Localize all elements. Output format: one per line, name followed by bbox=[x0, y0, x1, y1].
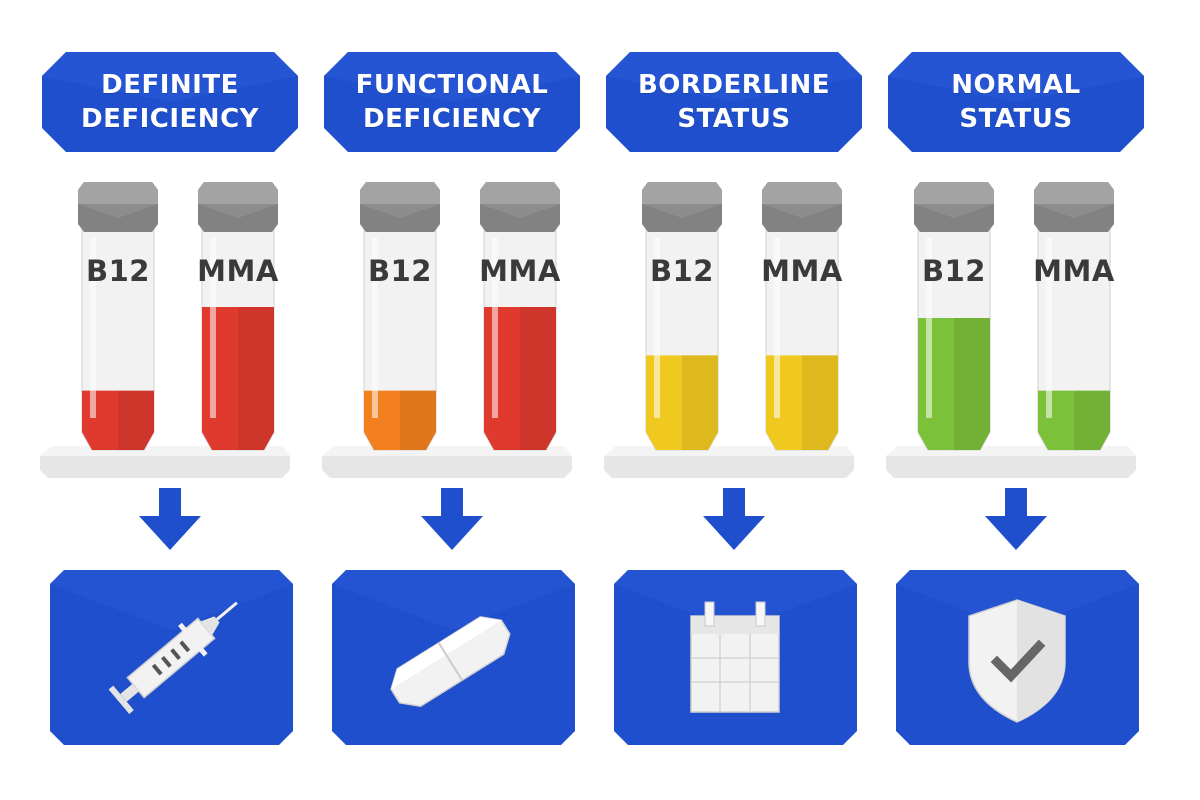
tube-label-b12: B12 bbox=[650, 254, 714, 288]
tube-liquid-shade bbox=[1074, 390, 1110, 450]
down-arrow-icon bbox=[421, 488, 483, 550]
tube-highlight bbox=[926, 238, 932, 418]
tube-cap-top bbox=[198, 182, 278, 204]
action-panel bbox=[614, 570, 857, 745]
tube-b12-graphic bbox=[360, 182, 440, 451]
tube-label-mma: MMA bbox=[197, 254, 279, 288]
tube-cap-facet bbox=[480, 204, 560, 232]
down-arrow-icon bbox=[985, 488, 1047, 550]
tube-b12-graphic bbox=[914, 182, 994, 451]
test-tube-rack: B12 MMA bbox=[594, 178, 854, 478]
test-tube-rack: B12 MMA bbox=[876, 178, 1136, 478]
banner-shape bbox=[324, 52, 580, 152]
tube-b12: B12 bbox=[352, 178, 448, 463]
tube-highlight bbox=[210, 238, 216, 418]
tube-label-b12: B12 bbox=[922, 254, 986, 288]
tube-liquid-shade bbox=[400, 390, 436, 450]
tube-cap-top bbox=[642, 182, 722, 204]
banner-title: FUNCTIONAL DEFICIENCY bbox=[355, 70, 549, 134]
tube-liquid-shade bbox=[954, 318, 990, 450]
down-arrow-icon bbox=[703, 488, 765, 550]
syringe-icon bbox=[50, 570, 293, 745]
tube-liquid bbox=[484, 307, 556, 450]
tube-liquid bbox=[82, 390, 154, 450]
tube-cap-top bbox=[1034, 182, 1114, 204]
tube-highlight bbox=[90, 238, 96, 418]
tube-liquid bbox=[766, 355, 838, 450]
banner-title: BORDERLINE STATUS bbox=[637, 70, 831, 134]
tube-liquid-shade bbox=[682, 355, 718, 450]
tube-mma: MMA bbox=[472, 178, 568, 463]
tube-mma: MMA bbox=[1026, 178, 1122, 463]
banner-shape bbox=[42, 52, 298, 152]
tube-liquid-shade bbox=[520, 307, 556, 450]
tube-highlight bbox=[1046, 238, 1052, 418]
banner-title: DEFINITE DEFICIENCY bbox=[81, 70, 259, 134]
tube-highlight bbox=[372, 238, 378, 418]
test-tube-rack: B12 MMA bbox=[312, 178, 572, 478]
tube-cap-facet bbox=[198, 204, 278, 232]
tube-cap-facet bbox=[642, 204, 722, 232]
tube-liquid bbox=[1038, 390, 1110, 450]
pill-icon bbox=[332, 570, 575, 745]
tube-b12: B12 bbox=[634, 178, 730, 463]
tube-cap-facet bbox=[78, 204, 158, 232]
tube-label-mma: MMA bbox=[1033, 254, 1115, 288]
tube-liquid bbox=[646, 355, 718, 450]
tube-cap-facet bbox=[1034, 204, 1114, 232]
tube-mma: MMA bbox=[754, 178, 850, 463]
column-definite-deficiency: DEFINITE DEFICIENCY B12 MMA bbox=[0, 0, 300, 800]
tube-cap-top bbox=[78, 182, 158, 204]
status-banner: DEFINITE DEFICIENCY bbox=[42, 52, 298, 152]
down-arrow-icon bbox=[139, 488, 201, 550]
tube-highlight bbox=[492, 238, 498, 418]
tube-mma-graphic bbox=[480, 182, 560, 451]
tube-highlight bbox=[774, 238, 780, 418]
tube-cap-facet bbox=[360, 204, 440, 232]
tube-b12-graphic bbox=[642, 182, 722, 451]
status-banner: FUNCTIONAL DEFICIENCY bbox=[324, 52, 580, 152]
tube-label-mma: MMA bbox=[479, 254, 561, 288]
tube-mma: MMA bbox=[190, 178, 286, 463]
column-borderline-status: BORDERLINE STATUS B12 MMA bbox=[564, 0, 864, 800]
tube-cap-top bbox=[480, 182, 560, 204]
tube-liquid bbox=[202, 307, 274, 450]
banner-title: NORMAL STATUS bbox=[951, 70, 1081, 134]
status-banner: BORDERLINE STATUS bbox=[606, 52, 862, 152]
tube-label-mma: MMA bbox=[761, 254, 843, 288]
tube-mma-graphic bbox=[1034, 182, 1114, 451]
tube-b12-graphic bbox=[78, 182, 158, 451]
tube-label-b12: B12 bbox=[86, 254, 150, 288]
action-panel bbox=[896, 570, 1139, 745]
tube-highlight bbox=[654, 238, 660, 418]
tube-liquid-shade bbox=[238, 307, 274, 450]
test-tube-rack: B12 MMA bbox=[30, 178, 290, 478]
action-panel bbox=[332, 570, 575, 745]
shield-check-icon bbox=[896, 570, 1139, 745]
tube-liquid-shade bbox=[118, 390, 154, 450]
status-banner: NORMAL STATUS bbox=[888, 52, 1144, 152]
column-normal-status: NORMAL STATUS B12 MMA bbox=[846, 0, 1146, 800]
tube-cap-top bbox=[762, 182, 842, 204]
tube-cap-top bbox=[914, 182, 994, 204]
tube-mma-graphic bbox=[762, 182, 842, 451]
tube-label-b12: B12 bbox=[368, 254, 432, 288]
action-panel bbox=[50, 570, 293, 745]
tube-b12: B12 bbox=[906, 178, 1002, 463]
banner-shape bbox=[888, 52, 1144, 152]
tube-cap-facet bbox=[762, 204, 842, 232]
tube-liquid bbox=[918, 318, 990, 450]
banner-shape bbox=[606, 52, 862, 152]
calendar-icon bbox=[614, 570, 857, 745]
tube-b12: B12 bbox=[70, 178, 166, 463]
tube-mma-graphic bbox=[198, 182, 278, 451]
tube-cap-top bbox=[360, 182, 440, 204]
tube-liquid-shade bbox=[802, 355, 838, 450]
column-functional-deficiency: FUNCTIONAL DEFICIENCY B12 MMA bbox=[282, 0, 582, 800]
tube-cap-facet bbox=[914, 204, 994, 232]
tube-liquid bbox=[364, 390, 436, 450]
